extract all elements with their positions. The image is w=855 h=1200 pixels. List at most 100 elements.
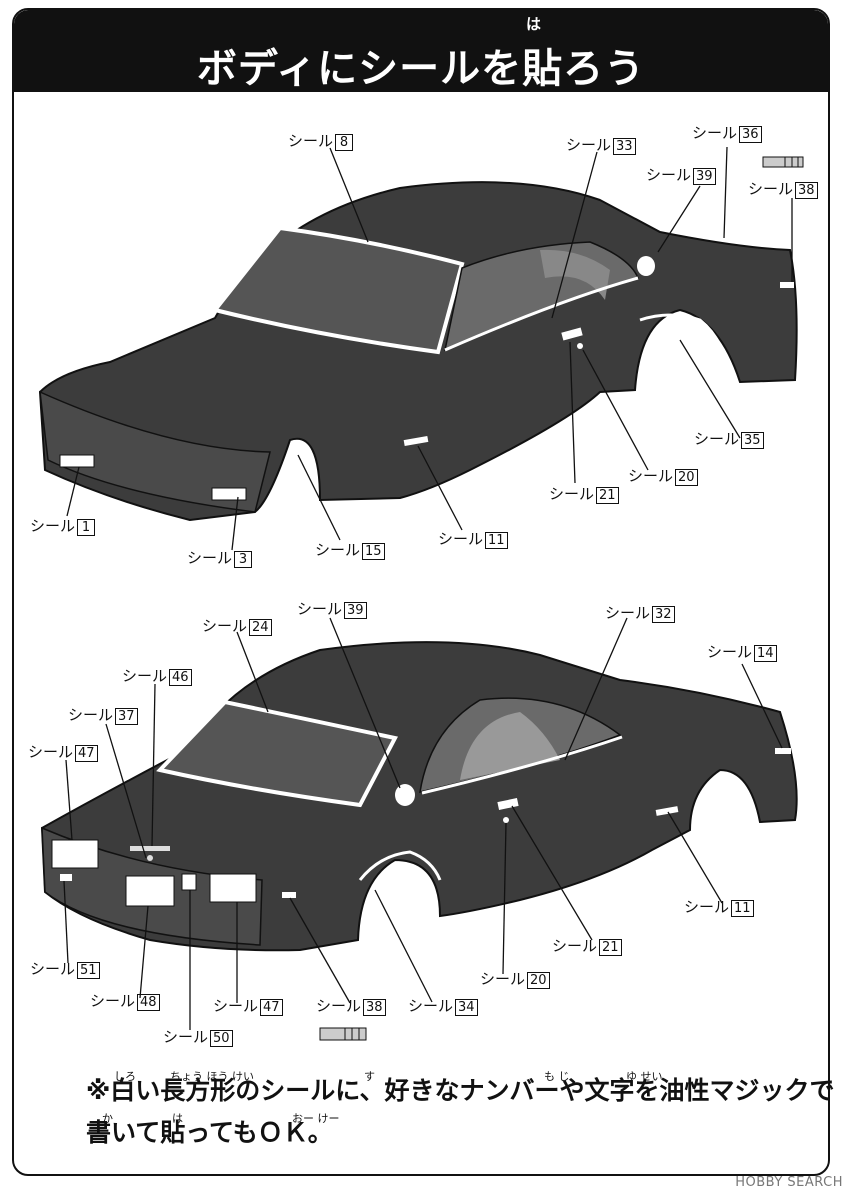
label-text: シール [28,743,74,761]
label-number: 35 [741,432,764,449]
label-text: シール [68,706,114,724]
label-number: 51 [77,962,100,979]
rear-seat-opening [540,249,610,300]
label-text: シール [566,136,612,154]
label-text: シール [288,132,334,150]
note: しろ ちょう ほう けい す も じ ゆ せい ※白い長方形のシールに、好きなナ… [86,1070,835,1154]
fuel-cap-seal-39 [637,256,655,276]
front-fascia [39,390,271,513]
label-text: シール [315,541,361,559]
seal-50 [181,873,197,891]
window-trim-32 [421,735,623,795]
label-number: 24 [249,619,272,636]
label-number: 14 [754,645,777,662]
label-number: 20 [527,972,550,989]
label-number: 33 [613,138,636,155]
label-number: 32 [652,606,675,623]
ruby: ゆ せい [626,1070,663,1083]
label-text: シール [692,124,738,142]
label-number: 34 [455,999,478,1016]
license-plate-seal-48 [125,875,175,907]
taillight-seal-47-right [209,873,257,903]
trunk-keyhole-seal-37 [147,855,153,861]
label-text: シール [316,997,362,1015]
note-line-1: しろ ちょう ほう けい す も じ ゆ せい ※白い長方形のシールに、好きなナ… [86,1070,835,1112]
label-number: 38 [363,999,386,1016]
side-molding-part-38 [319,1027,367,1041]
ruby: は [172,1112,183,1125]
wheel-arch-trim-34 [358,850,442,881]
side-molding-part-36 [762,156,804,168]
label-text: シール [187,549,233,567]
label-number: 20 [675,469,698,486]
label-number: 50 [210,1030,233,1047]
label-text: シール [684,898,730,916]
label-text: シール [605,604,651,622]
leader-lines-bottom [63,617,783,1030]
windshield [211,225,465,355]
label-number: 11 [731,900,754,917]
note-text-1: ※白い長方形のシールに、好きなナンバーや文字を油性マジックで [86,1076,835,1105]
marker-seal-15 [288,449,302,455]
headlight-seal-1 [59,454,95,468]
label-text: シール [707,643,753,661]
label-text: シール [646,166,692,184]
label-number: 47 [260,999,283,1016]
label-number: 3 [234,551,253,568]
ruby: しろ [114,1070,136,1083]
label-number: 47 [75,745,98,762]
marker-seal-38b [282,892,296,898]
label-number: 15 [362,543,385,560]
label-text: シール [202,617,248,635]
keyhole-seal-20b [503,817,509,823]
headlight-seal-3 [211,487,247,501]
emblem-seal-11b [655,806,679,816]
title-ruby: は [526,15,542,33]
label-number: 39 [693,168,716,185]
note-line-2: か は おー けー 書いて貼ってもＯＫ。 [86,1112,835,1154]
rear-window [156,699,398,808]
label-text: シール [408,997,454,1015]
reflector-seal-51 [60,874,72,881]
label-text: シール [90,992,136,1010]
label-text: シール [549,485,595,503]
trunk-emblem-seal-46 [130,846,170,851]
label-text: シール [748,180,794,198]
label-text: シール [30,517,76,535]
wheel-arch-trim-35 [639,313,732,381]
label-text: シール [694,430,740,448]
label-number: 1 [77,519,96,536]
label-text: シール [297,600,343,618]
car-front-view [38,146,804,551]
ruby: ちょう ほう けい [170,1070,254,1083]
title-bar: は ボディにシールを貼ろう [14,10,828,92]
taillight-seal-47-left [51,839,99,869]
label-number: 8 [335,134,354,151]
label-number: 38 [795,182,818,199]
fuel-cap-seal-39b [395,784,415,806]
